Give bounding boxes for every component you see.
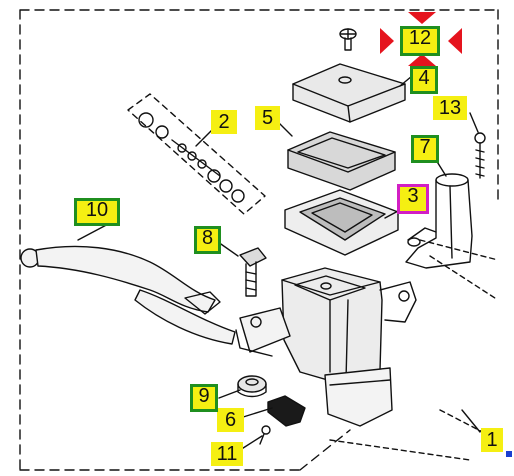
holder-7-drawing [405, 173, 473, 269]
part-label-8[interactable]: 8 [194, 226, 221, 254]
switch-6-drawing [267, 395, 306, 427]
diaphragm-3-drawing [284, 189, 399, 256]
corner-break-lines [299, 9, 499, 471]
part-label-12[interactable]: 12 [400, 26, 440, 56]
part-label-11[interactable]: 11 [211, 442, 243, 466]
screw-13-drawing [474, 132, 486, 179]
screw-12-drawing [339, 28, 357, 51]
piston-kit-2-drawing [127, 93, 266, 215]
part-label-9[interactable]: 9 [190, 384, 218, 412]
screw-11-drawing [259, 425, 271, 445]
cursor-marker [380, 12, 462, 66]
part-label-1[interactable]: 1 [481, 428, 503, 452]
part-label-10[interactable]: 10 [74, 198, 120, 226]
lever-10-drawing [20, 245, 236, 345]
part-label-6[interactable]: 6 [217, 408, 244, 432]
pivot-bolt-8-drawing [239, 247, 267, 297]
part-label-3[interactable]: 3 [397, 184, 429, 214]
assembly-dashed-border [19, 9, 499, 471]
assembly-reference-lines [329, 239, 499, 461]
master-cylinder-body-1-drawing [235, 267, 417, 427]
part-label-7[interactable]: 7 [411, 135, 439, 163]
nut-9-drawing [237, 375, 267, 398]
diaphragm-plate-5-drawing [287, 131, 396, 191]
part-label-5[interactable]: 5 [255, 106, 280, 130]
reservoir-cap-4-drawing [292, 63, 406, 123]
part-label-2[interactable]: 2 [211, 110, 237, 134]
corner-marker [506, 451, 512, 457]
part-label-13[interactable]: 13 [433, 96, 467, 120]
part-label-4[interactable]: 4 [410, 66, 438, 94]
